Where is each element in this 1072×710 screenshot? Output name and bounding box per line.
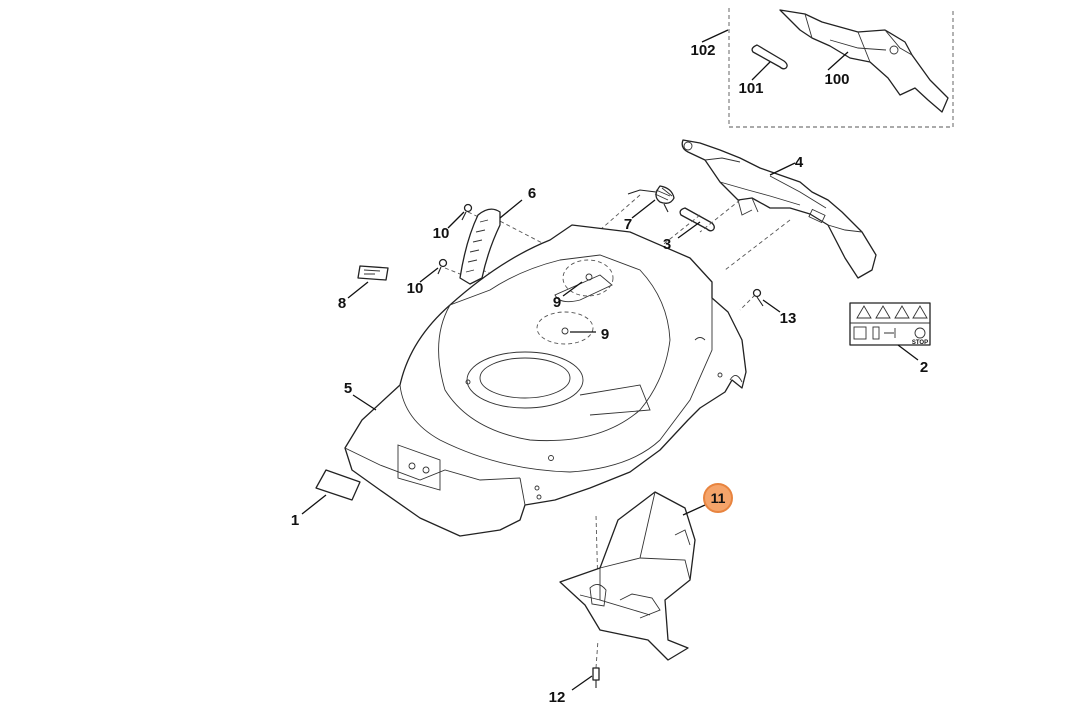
part-8-label[interactable] [357, 265, 389, 281]
callout-9-lower[interactable]: 9 [601, 326, 609, 343]
warning-label-stop-text: STOP [912, 340, 928, 346]
callout-102[interactable]: 102 [690, 42, 715, 59]
callout-100[interactable]: 100 [824, 71, 849, 88]
callout-3[interactable]: 3 [663, 236, 671, 253]
callout-5[interactable]: 5 [344, 380, 352, 397]
callout-4[interactable]: 4 [795, 154, 804, 171]
part-101-pin[interactable] [751, 44, 788, 70]
part-100-handle-bracket[interactable] [779, 9, 949, 113]
callout-101[interactable]: 101 [738, 80, 763, 97]
part-6-height-adjuster[interactable] [459, 208, 501, 285]
callout-13[interactable]: 13 [780, 310, 797, 327]
callout-9-upper[interactable]: 9 [553, 294, 561, 311]
callout-2[interactable]: 2 [920, 359, 928, 376]
callout-6[interactable]: 6 [528, 185, 536, 202]
part-13-screw[interactable] [752, 288, 764, 307]
callout-7[interactable]: 7 [624, 216, 632, 233]
part-7-spring[interactable] [627, 185, 675, 213]
part-10-screw-upper[interactable] [461, 203, 473, 221]
part-11-deflector[interactable] [559, 491, 696, 661]
callout-labels: 1 2 3 4 5 6 7 8 9 9 10 10 11 12 13 100 1… [291, 42, 928, 706]
part-12-screw[interactable] [592, 667, 600, 688]
callout-8[interactable]: 8 [338, 295, 346, 312]
part-1-plate[interactable] [315, 469, 361, 501]
callout-10-upper[interactable]: 10 [433, 225, 450, 242]
callout-10-lower[interactable]: 10 [407, 280, 424, 297]
part-2-warning-label[interactable]: STOP [849, 302, 931, 346]
callout-1[interactable]: 1 [291, 512, 299, 529]
part-4-rear-bracket[interactable] [681, 139, 877, 279]
highlight-circle-11 [703, 483, 733, 513]
part-3-pin[interactable] [679, 207, 715, 232]
callout-12[interactable]: 12 [549, 689, 566, 706]
inset-detail-box [701, 8, 954, 128]
part-10-screw-lower[interactable] [437, 258, 448, 275]
part-5-mower-deck[interactable] [344, 224, 747, 537]
callout-11[interactable]: 11 [711, 490, 726, 506]
